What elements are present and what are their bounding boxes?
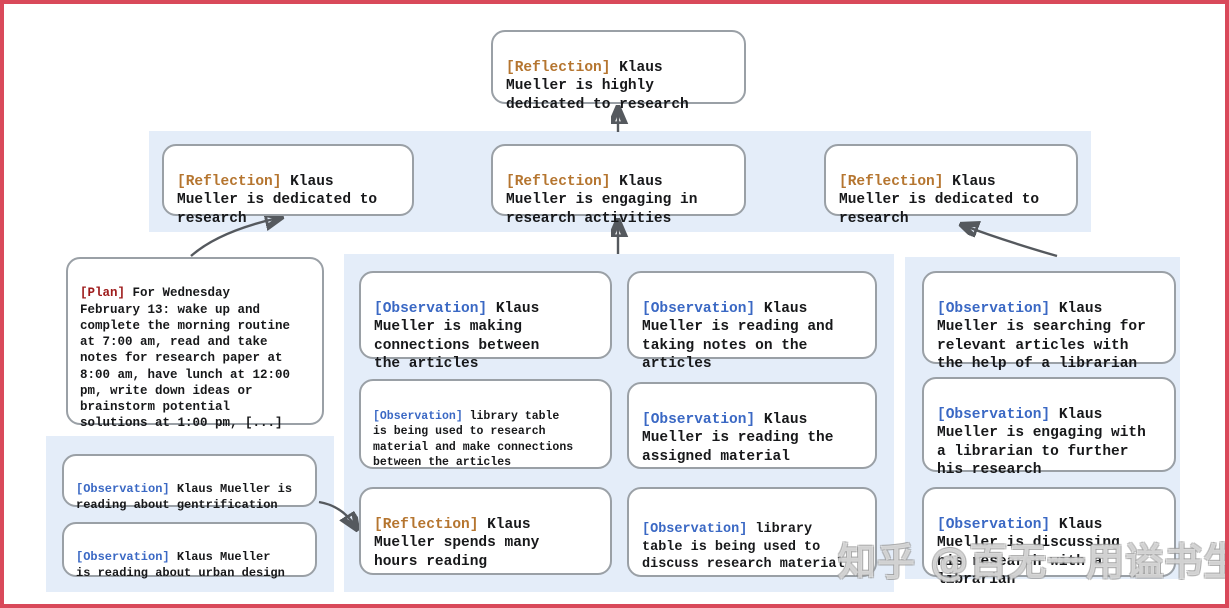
node-obs-connections: [Observation]Klaus Mueller is making con…	[359, 271, 612, 372]
node-reflection-right: [Reflection]Klaus Mueller is dedicated t…	[824, 144, 1078, 227]
plan-tag: [Plan]	[80, 286, 126, 301]
node-text: For Wednesday February 13: wake up and c…	[80, 286, 291, 431]
node-obs-taking-notes: [Observation]Klaus Mueller is reading an…	[627, 271, 877, 372]
node-obs-searching-articles: [Observation]Klaus Mueller is searching …	[922, 271, 1176, 372]
observation-tag: [Observation]	[76, 549, 170, 564]
node-text: Klaus Mueller is reading about gentrific…	[76, 481, 293, 512]
reflection-tag: [Reflection]	[506, 173, 611, 190]
node-text: Klaus Mueller is reading and taking note…	[642, 300, 834, 373]
observation-tag: [Observation]	[76, 481, 170, 496]
node-reflection-left: [Reflection]Klaus Mueller is dedicated t…	[162, 144, 414, 227]
node-text: Klaus Mueller is reading the assigned ma…	[642, 411, 834, 465]
node-text: Klaus Mueller is engaging in research ac…	[506, 173, 698, 227]
reflection-tag: [Reflection]	[506, 59, 611, 76]
observation-tag: [Observation]	[937, 406, 1051, 423]
node-top-reflection: [Reflection]Klaus Mueller is highly dedi…	[491, 30, 746, 113]
node-obs-gentrification: [Observation]Klaus Mueller is reading ab…	[62, 454, 317, 512]
node-obs-assigned-material: [Observation]Klaus Mueller is reading th…	[627, 382, 877, 469]
node-plan: [Plan]For Wednesday February 13: wake up…	[66, 257, 324, 430]
node-obs-engaging-librarian: [Observation]Klaus Mueller is engaging w…	[922, 377, 1176, 478]
node-text: Klaus Mueller is dedicated to research	[839, 173, 1040, 227]
observation-tag: [Observation]	[373, 409, 463, 423]
node-text: Klaus Mueller is making connections betw…	[374, 300, 540, 373]
reflection-tag: [Reflection]	[374, 516, 479, 533]
observation-tag: [Observation]	[374, 300, 488, 317]
observation-tag: [Observation]	[937, 300, 1051, 317]
node-obs-urban-design: [Observation]Klaus Mueller is reading ab…	[62, 522, 317, 580]
node-text: Klaus Mueller is searching for relevant …	[937, 300, 1146, 373]
observation-tag: [Observation]	[642, 411, 756, 428]
node-text: Klaus Mueller is reading about urban des…	[76, 549, 285, 580]
node-text: Klaus Mueller spends many hours reading	[374, 516, 540, 570]
observation-tag: [Observation]	[642, 521, 748, 537]
node-reflection-center: [Reflection]Klaus Mueller is engaging in…	[491, 144, 746, 227]
node-obs-discussing-research: [Observation]Klaus Mueller is discussing…	[922, 487, 1176, 588]
node-text: library table is being used to research …	[373, 409, 574, 470]
zhihu-watermark: 知乎 @百无一用谥书生	[838, 540, 1229, 584]
node-obs-library-research: [Observation]library table is being used…	[359, 379, 612, 469]
node-text: library table is being used to discuss r…	[642, 521, 845, 573]
node-text: Klaus Mueller is highly dedicated to res…	[506, 59, 689, 113]
node-text: Klaus Mueller is discussing his research…	[937, 516, 1120, 589]
reflection-tag: [Reflection]	[177, 173, 282, 190]
node-reflection-hours-reading: [Reflection]Klaus Mueller spends many ho…	[359, 487, 612, 575]
observation-tag: [Observation]	[642, 300, 756, 317]
reflection-tag: [Reflection]	[839, 173, 944, 190]
node-obs-library-discuss: [Observation]library table is being used…	[627, 487, 877, 577]
node-text: Klaus Mueller is engaging with a librari…	[937, 406, 1146, 479]
observation-tag: [Observation]	[937, 516, 1051, 533]
